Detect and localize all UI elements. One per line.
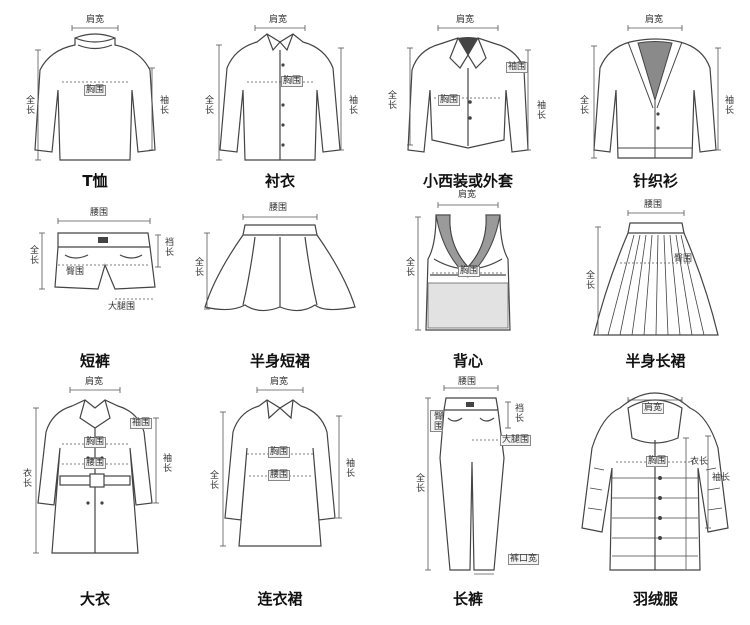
label-length: 衣长 — [21, 468, 31, 488]
label-waist: 腰围 — [84, 458, 107, 469]
label-chest: 胸围 — [268, 447, 291, 458]
garment-short-skirt: 腰围 全长 半身短裙 — [193, 195, 365, 375]
label-sleeve: 袖长 — [161, 453, 171, 473]
label-length: 全长 — [193, 257, 203, 277]
trousers-drawing — [425, 385, 511, 575]
garment-tshirt: 肩宽 全长 袖长 胸围 T恤 — [10, 10, 180, 191]
shirt-drawing — [216, 25, 344, 161]
label-sleeve: 袖长 — [347, 95, 357, 115]
blazer-drawing — [407, 25, 531, 153]
label-chest: 胸围 — [281, 76, 304, 87]
vest-drawing — [415, 202, 511, 331]
garment-name: 连衣裙 — [257, 590, 303, 608]
garment-name: 半身长裙 — [625, 352, 686, 370]
garment-name: 短裤 — [79, 352, 110, 370]
label-waist: 腰围 — [458, 377, 477, 387]
garment-down-jacket: 肩宽 胸围 衣长 袖长 羽绒服 — [568, 378, 743, 613]
label-chest: 胸围 — [84, 85, 107, 96]
label-chest: 胸围 — [84, 437, 107, 448]
short-skirt-drawing — [204, 214, 356, 312]
garment-long-skirt: 腰围 全长 臀围 半身长裙 — [568, 195, 743, 375]
label-sleeve: 袖长 — [723, 95, 733, 115]
label-length: 全长 — [584, 270, 594, 290]
label-thigh: 大腿围 — [108, 302, 136, 312]
label-sleeve-short: 袖围 — [130, 418, 153, 429]
label-waist: 腰围 — [644, 200, 663, 210]
label-shoulder: 肩宽 — [645, 15, 664, 25]
garment-name: 羽绒服 — [632, 590, 678, 608]
label-hip: 臀围 — [66, 267, 85, 277]
label-chest: 胸围 — [438, 95, 461, 106]
label-length: 衣长 — [690, 457, 709, 467]
cardigan-drawing — [591, 25, 721, 159]
garment-name: 针织衫 — [632, 172, 678, 190]
label-length: 全长 — [208, 470, 218, 490]
shorts-drawing — [39, 218, 161, 300]
garment-trousers: 腰围 全长 臀围 裆长 大腿围 裤口宽 长裤 — [378, 378, 558, 613]
garment-shorts: 腰围 全长 裆长 臀围 大腿围 短裤 — [10, 195, 180, 375]
label-shoulder: 肩宽 — [642, 403, 665, 414]
garment-name: 半身短裙 — [249, 352, 310, 370]
label-length: 全长 — [404, 257, 414, 277]
label-chest: 胸围 — [458, 266, 481, 277]
label-shoulder: 肩宽 — [456, 15, 475, 25]
garment-coat: 肩宽 衣长 袖长 袖围 胸围 腰围 大衣 — [10, 378, 180, 613]
garment-blazer: 肩宽 全长 袖长 袖围 胸围 小西装或外套 — [378, 10, 558, 191]
label-crotch: 裆长 — [163, 237, 173, 257]
garment-vest: 肩宽 全长 胸围 背心 — [378, 191, 558, 375]
label-sleeve: 袖长 — [712, 473, 731, 483]
label-length: 全长 — [578, 95, 588, 115]
garment-dress: 肩宽 全长 袖长 胸围 腰围 连衣裙 — [195, 378, 365, 613]
label-length: 全长 — [203, 95, 213, 115]
garment-name: 小西装或外套 — [422, 172, 513, 190]
label-thigh: 大腿围 — [500, 435, 532, 446]
long-skirt-drawing — [593, 210, 719, 336]
garment-name: 长裤 — [452, 590, 483, 608]
label-shoulder: 肩宽 — [86, 15, 105, 25]
garment-name: T恤 — [82, 172, 108, 190]
label-waist: 腰围 — [268, 470, 291, 481]
down-jacket-drawing — [581, 392, 729, 571]
garment-shirt: 肩宽 全长 袖长 胸围 衬衣 — [195, 10, 365, 191]
label-crotch: 裆长 — [513, 403, 523, 423]
label-sleeve-short: 袖围 — [506, 62, 529, 73]
label-chest: 胸围 — [646, 456, 669, 467]
label-sleeve: 袖长 — [344, 458, 354, 478]
label-shoulder: 肩宽 — [458, 190, 477, 200]
garment-name: 背心 — [452, 352, 483, 370]
garment-name: 衬衣 — [264, 172, 295, 190]
tshirt-drawing — [34, 25, 156, 161]
garment-name: 大衣 — [79, 590, 110, 608]
label-length: 全长 — [414, 473, 424, 493]
label-length: 全长 — [24, 95, 34, 115]
coat-drawing — [33, 387, 159, 554]
garment-cardigan: 肩宽 全长 袖长 针织衫 — [568, 10, 743, 191]
label-hip: 臀围 — [674, 254, 693, 264]
label-sleeve: 袖长 — [158, 95, 168, 115]
label-shoulder: 肩宽 — [85, 377, 104, 387]
label-waist: 腰围 — [269, 203, 288, 213]
label-shoulder: 肩宽 — [269, 15, 288, 25]
label-shoulder: 肩宽 — [270, 377, 289, 387]
label-sleeve: 袖长 — [535, 100, 545, 120]
dress-drawing — [220, 387, 342, 547]
label-length: 全长 — [28, 245, 38, 265]
label-hem: 裤口宽 — [508, 554, 540, 565]
label-waist: 腰围 — [90, 208, 109, 218]
label-hip: 臀围 — [430, 410, 443, 432]
label-length: 全长 — [386, 90, 396, 110]
